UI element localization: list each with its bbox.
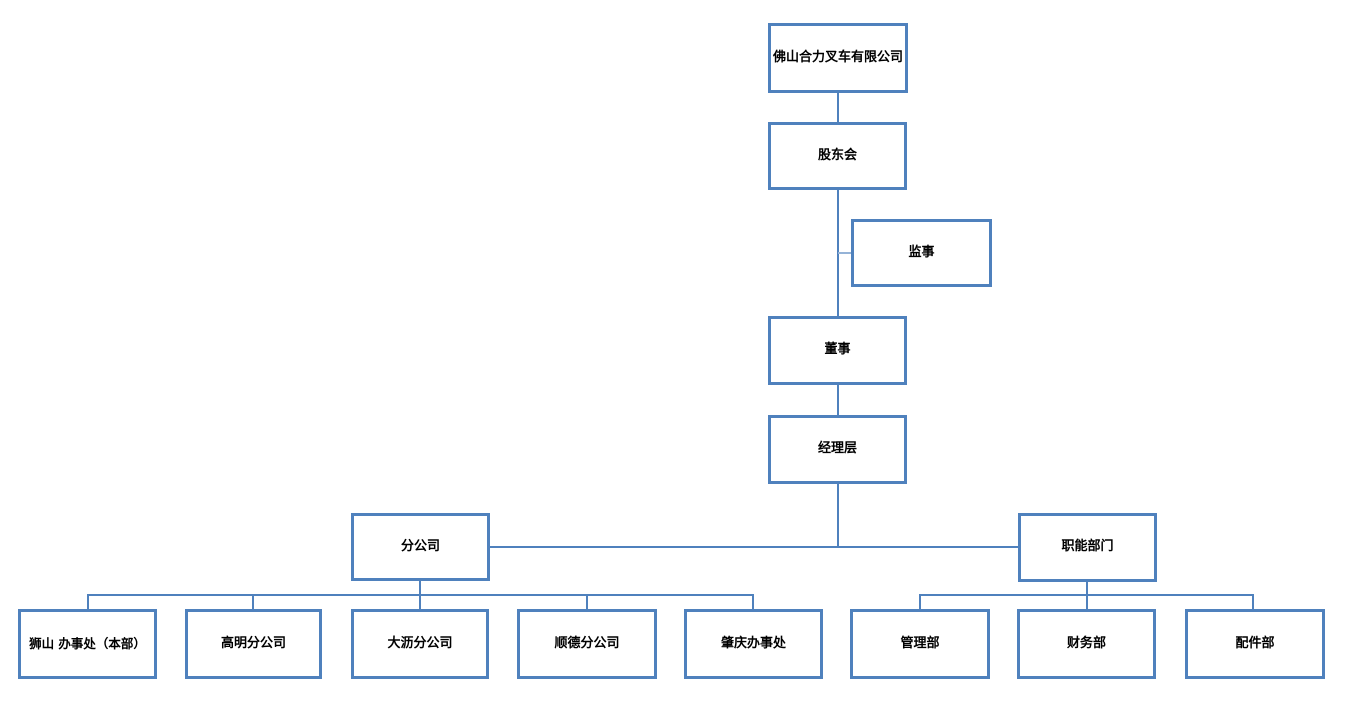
node-branches[interactable]: 分公司 [351,513,490,581]
node-dali-branch[interactable]: 大沥分公司 [351,609,489,679]
node-functional-depts[interactable]: 职能部门 [1018,513,1157,582]
node-shunde-branch[interactable]: 顺德分公司 [517,609,657,679]
node-company[interactable]: 佛山合力叉车有限公司 [768,23,908,93]
node-shareholders[interactable]: 股东会 [768,122,907,190]
node-supervisor[interactable]: 监事 [851,219,992,287]
node-director[interactable]: 董事 [768,316,907,385]
node-zhaoqing-office[interactable]: 肇庆办事处 [684,609,823,679]
node-finance-dept[interactable]: 财务部 [1017,609,1156,679]
node-gaoming-branch[interactable]: 高明分公司 [185,609,322,679]
node-management-dept[interactable]: 管理部 [850,609,990,679]
node-shishan-office[interactable]: 狮山 办事处（本部） [18,609,157,679]
node-management[interactable]: 经理层 [768,415,907,484]
node-parts-dept[interactable]: 配件部 [1185,609,1325,679]
